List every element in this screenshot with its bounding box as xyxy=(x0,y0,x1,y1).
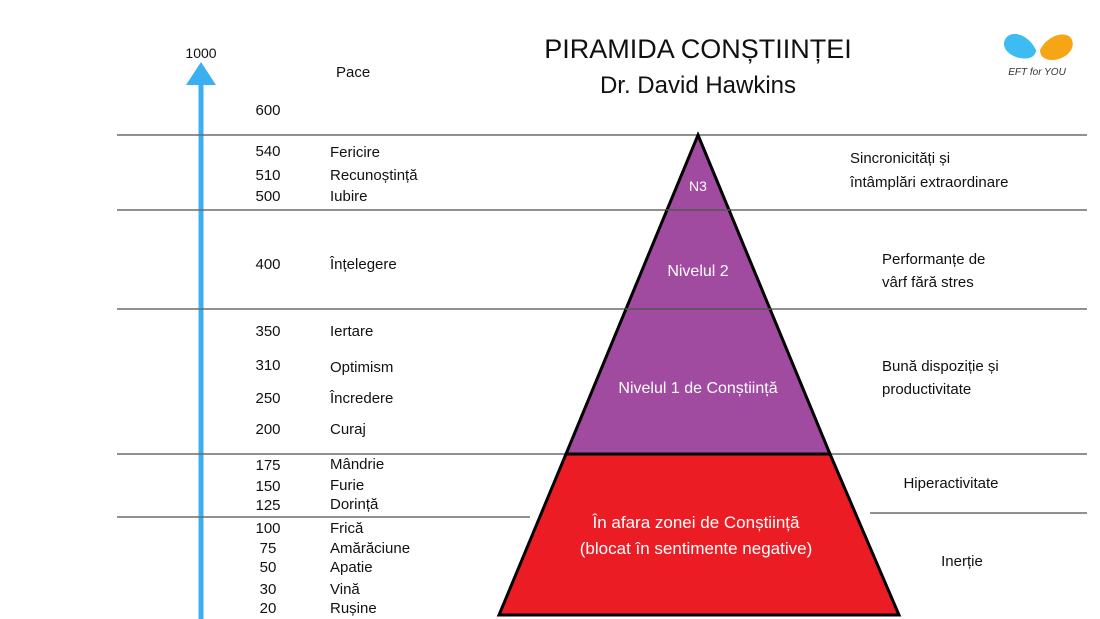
level-value: 200 xyxy=(255,421,280,438)
level-value: 510 xyxy=(255,167,280,184)
page-title: PIRAMIDA CONȘTIINȚEI xyxy=(544,34,852,64)
level-label: Apatie xyxy=(330,559,373,576)
arrow-up-icon xyxy=(186,62,216,85)
level-label: Iubire xyxy=(330,188,368,205)
level-label: Frică xyxy=(330,520,364,537)
scale-top-label: 1000 xyxy=(185,45,216,61)
level-label: Rușine xyxy=(330,600,377,617)
level-label: Curaj xyxy=(330,421,366,438)
level-label: Dorință xyxy=(330,496,379,513)
pyramid-red-section xyxy=(496,452,902,617)
level-value: 125 xyxy=(255,497,280,514)
level-label: Încredere xyxy=(329,390,393,407)
level-list: Pace 600 540 Fericire 510 Recunoștință 5… xyxy=(255,64,418,617)
effect-text: Bună dispoziție și xyxy=(882,358,999,375)
pyramid-level1-label: Nivelul 1 de Conștiință xyxy=(618,380,777,397)
level-value: 30 xyxy=(260,581,277,598)
effects-list: Sincronicități și întâmplări extraordina… xyxy=(849,150,1008,570)
effect-text: întâmplări extraordinare xyxy=(849,174,1008,191)
logo-text: EFT for YOU xyxy=(1008,67,1066,78)
level-value: 600 xyxy=(255,102,280,119)
pyramid-outside-label-1: În afara zonei de Conștiință xyxy=(592,513,801,532)
level-label: Furie xyxy=(330,477,364,494)
effect-text: Performanțe de xyxy=(882,251,985,268)
level-value: 400 xyxy=(255,256,280,273)
level-label: Fericire xyxy=(330,144,380,161)
page-subtitle: Dr. David Hawkins xyxy=(600,72,796,99)
level-value: 20 xyxy=(260,600,277,617)
level-label: Vină xyxy=(330,581,360,598)
eft-logo: EFT for YOU xyxy=(1003,34,1073,78)
level-value: 250 xyxy=(255,390,280,407)
level-label: Optimism xyxy=(330,359,393,376)
pyramid-n3-label: N3 xyxy=(689,178,707,194)
level-value: 310 xyxy=(255,357,280,374)
level-value: 150 xyxy=(255,478,280,495)
pyramid-level2-label: Nivelul 2 xyxy=(667,263,728,280)
level-value: 350 xyxy=(255,323,280,340)
level-label: Înțelegere xyxy=(329,256,397,273)
level-label: Amărăciune xyxy=(330,540,410,557)
effect-text: Inerție xyxy=(941,553,983,570)
level-value: 100 xyxy=(255,520,280,537)
effect-text: vârf fără stres xyxy=(882,274,974,291)
effect-text: Sincronicități și xyxy=(850,150,950,167)
level-label: Pace xyxy=(336,64,370,81)
level-label: Recunoștință xyxy=(330,167,418,184)
level-label: Iertare xyxy=(330,323,373,340)
effect-text: Hiperactivitate xyxy=(903,475,998,492)
level-value: 500 xyxy=(255,188,280,205)
level-value: 540 xyxy=(255,143,280,160)
pyramid-outside-label-2: (blocat în sentimente negative) xyxy=(580,539,812,558)
level-value: 175 xyxy=(255,457,280,474)
level-label: Mândrie xyxy=(330,456,384,473)
level-value: 75 xyxy=(260,540,277,557)
effect-text: productivitate xyxy=(882,381,971,398)
level-value: 50 xyxy=(260,559,277,576)
